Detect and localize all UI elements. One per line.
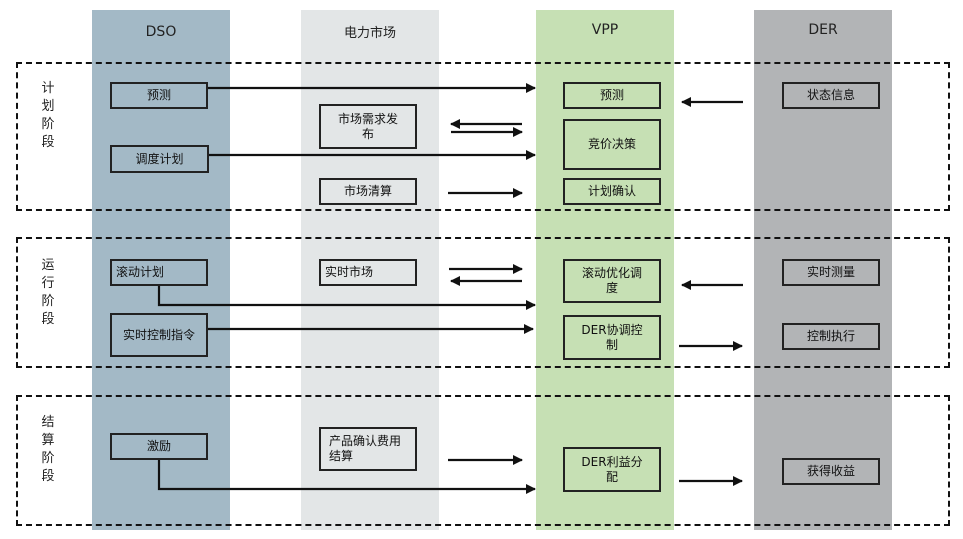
lane-title-power-market: 电力市场 [343,26,396,41]
phase-label-operation: 运行阶段 [41,258,55,327]
phase-label-planning: 计划阶段 [41,81,55,150]
market-settlement-box: 产品确认费用结算 [319,427,417,471]
lane-title-vpp: VPP [591,22,619,38]
lane-title-dso: DSO [145,24,177,40]
phase-label-settlement: 结算阶段 [41,415,55,484]
vpp-forecast-box: 预测 [563,82,661,109]
phase-box-operation [16,237,950,368]
dso-rolling-plan-box: 滚动计划 [110,259,208,286]
vpp-rolling-optimization-box: 滚动优化调度 [563,259,661,303]
lane-der: DER [754,10,892,530]
dso-forecast-box: 预测 [110,82,208,109]
phase-box-settlement [16,395,950,526]
der-control-exec-box: 控制执行 [782,323,880,350]
vpp-der-profit-box: DER利益分配 [563,447,661,492]
market-demand-box: 市场需求发布 [319,104,417,149]
dso-realtime-control-box: 实时控制指令 [110,313,208,357]
lane-title-der: DER [808,22,838,38]
vpp-plan-confirm-box: 计划确认 [563,178,661,205]
vpp-bidding-box: 竞价决策 [563,119,661,170]
lane-vpp: VPP [536,10,674,530]
der-realtime-measure-box: 实时测量 [782,259,880,286]
market-clearing-box: 市场清算 [319,178,417,205]
der-status-box: 状态信息 [782,82,880,109]
arrow-dso-incentive-to-vpp [157,460,536,494]
dso-dispatch-plan-box: 调度计划 [110,145,209,173]
vpp-der-coordination-box: DER协调控制 [563,315,661,360]
dso-incentive-box: 激励 [110,433,208,460]
market-realtime-box: 实时市场 [319,259,417,286]
arrow-dso-rolling-to-vpp [157,286,536,310]
phase-box-planning [16,62,950,211]
der-revenue-box: 获得收益 [782,458,880,485]
